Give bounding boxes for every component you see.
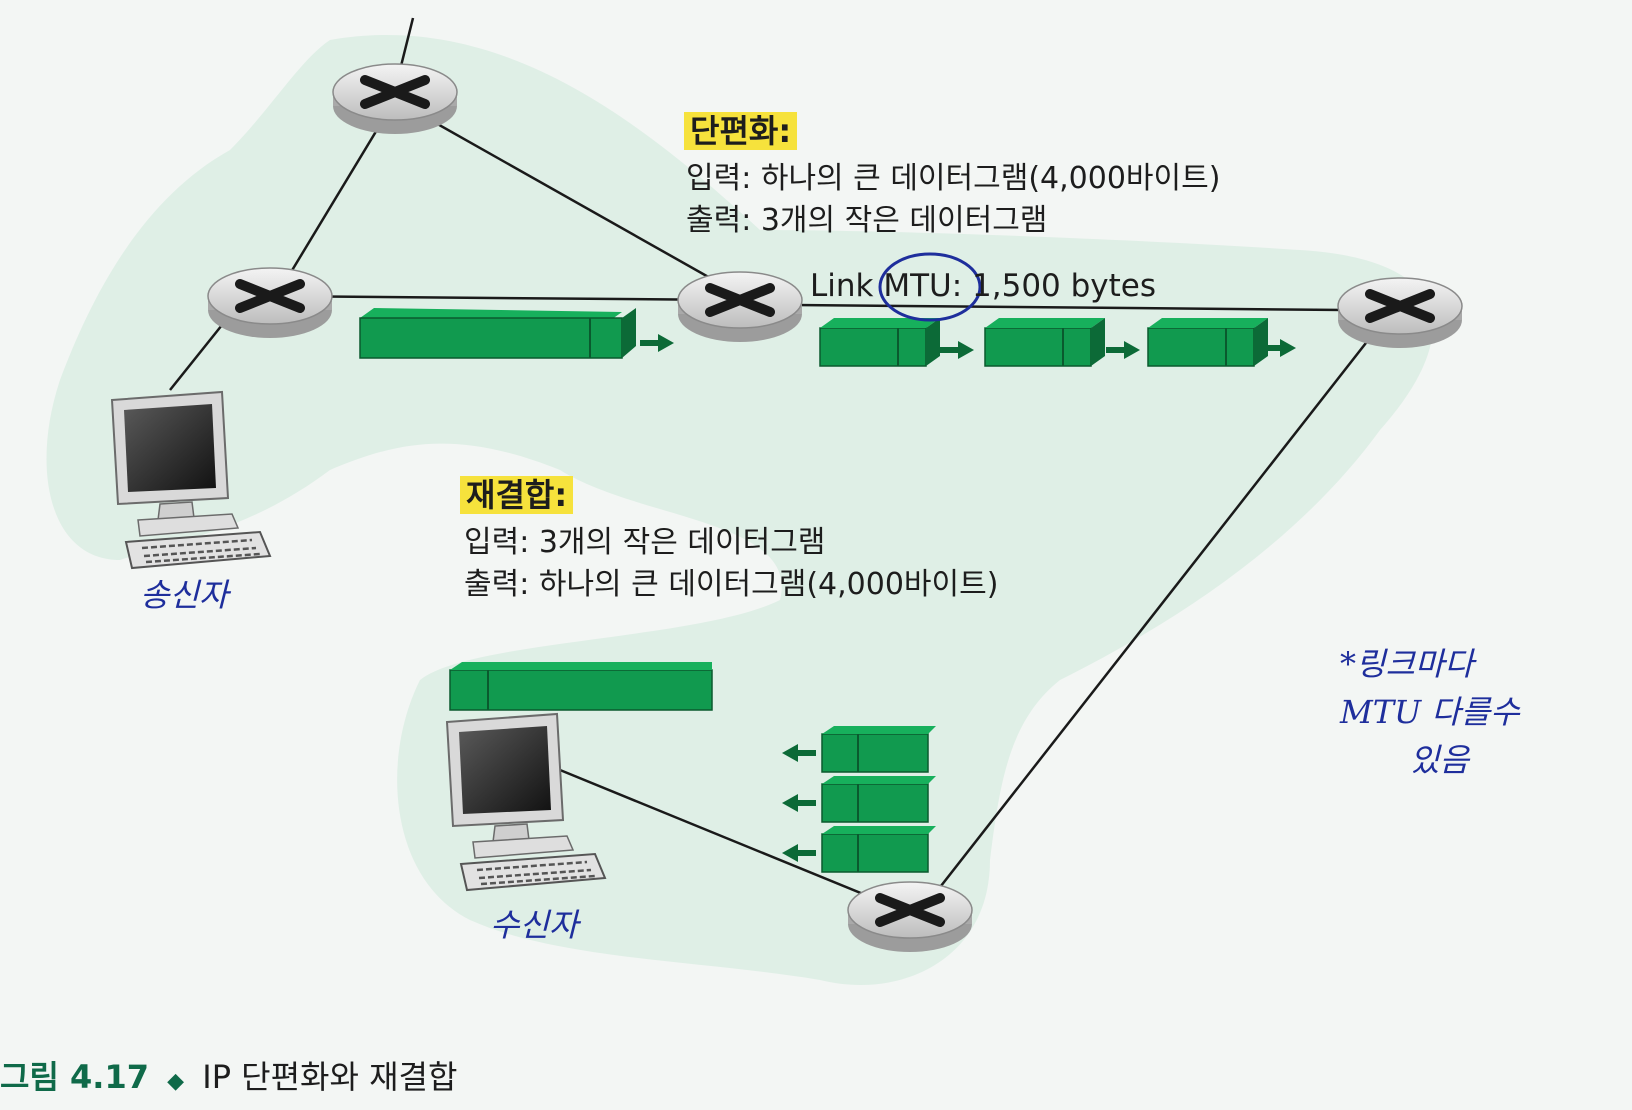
router-icon bbox=[333, 64, 457, 134]
large-datagram bbox=[359, 308, 636, 359]
reassembly-io: 입력: 3개의 작은 데이터그램 출력: 하나의 큰 데이터그램(4,000바이… bbox=[464, 522, 998, 606]
caption-bullet-icon: ◆ bbox=[167, 1069, 185, 1094]
handwritten-sender: 송신자 bbox=[140, 576, 229, 614]
link-mtu-label: Link MTU: 1,500 bytes bbox=[810, 268, 1156, 304]
mtu-term: MTU bbox=[883, 268, 952, 304]
fragment-3 bbox=[1147, 318, 1268, 367]
router-icon bbox=[678, 272, 802, 342]
fragmentation-input: 입력: 하나의 큰 데이터그램(4,000바이트) bbox=[686, 161, 1221, 196]
network-region bbox=[46, 34, 1433, 985]
link-prefix: Link bbox=[810, 268, 874, 304]
fragmentation-title: 단편화: bbox=[684, 112, 798, 150]
fragment-2 bbox=[984, 318, 1105, 367]
handwritten-note: *링크마다 MTU 다를수 있음 bbox=[1340, 640, 1520, 784]
handwritten-note-line1: *링크마다 bbox=[1340, 645, 1474, 683]
arriving-fragment-1 bbox=[821, 726, 936, 773]
fragmentation-io: 입력: 하나의 큰 데이터그램(4,000바이트) 출력: 3개의 작은 데이터… bbox=[686, 158, 1220, 242]
handwritten-note-line2: MTU 다를수 bbox=[1340, 693, 1520, 731]
router-icon bbox=[848, 882, 972, 952]
mtu-circle-annotation bbox=[878, 252, 982, 322]
figure-number: 그림 4.17 bbox=[0, 1058, 149, 1096]
router-icon bbox=[1338, 278, 1462, 348]
reassembly-title: 재결합: bbox=[460, 476, 574, 514]
handwritten-receiver: 수신자 bbox=[490, 906, 579, 944]
fragmentation-output: 출력: 3개의 작은 데이터그램 bbox=[686, 203, 1048, 238]
router-icon bbox=[208, 268, 332, 338]
reassembled-datagram bbox=[449, 662, 713, 711]
mtu-value: : 1,500 bytes bbox=[951, 268, 1157, 304]
reassembly-output: 출력: 하나의 큰 데이터그램(4,000바이트) bbox=[464, 567, 999, 602]
reassembly-input: 입력: 3개의 작은 데이터그램 bbox=[464, 525, 826, 560]
handwritten-note-line3: 있음 bbox=[1410, 741, 1469, 779]
arriving-fragment-3 bbox=[821, 826, 936, 873]
arriving-fragment-2 bbox=[821, 776, 936, 823]
caption-text: IP 단편화와 재결합 bbox=[202, 1058, 458, 1096]
figure-caption: 그림 4.17 ◆ IP 단편화와 재결합 bbox=[0, 1052, 457, 1098]
fragment-1 bbox=[819, 318, 940, 367]
